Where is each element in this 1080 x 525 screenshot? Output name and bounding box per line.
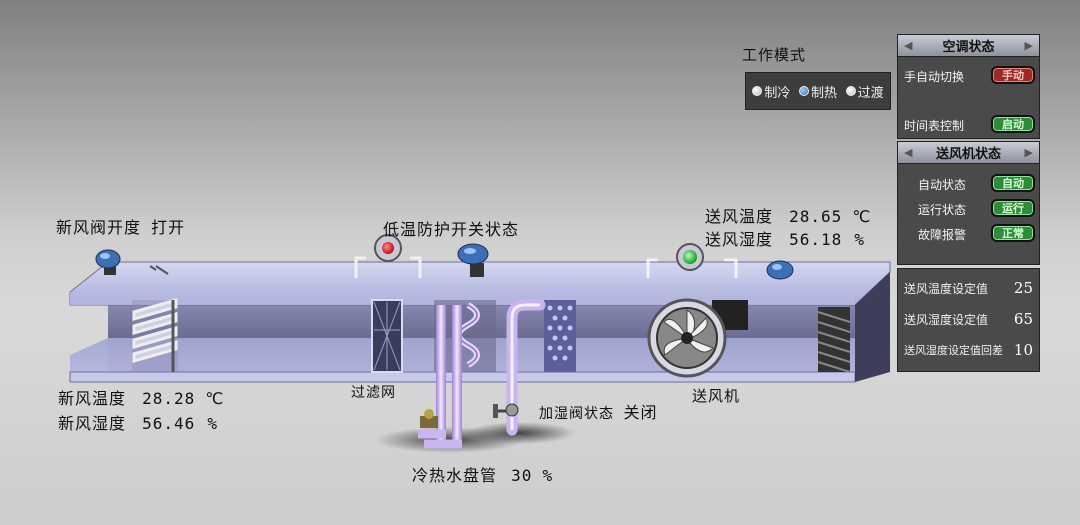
filter-label: 过滤网 [351,385,396,401]
fresh-air-temp-value: 28.28 [142,389,196,408]
setpoint-value[interactable]: 25 [1013,279,1033,297]
fresh-air-hum-readout: 新风湿度 56.46 % [58,410,218,434]
low-temp-sensor [457,243,489,277]
duct-bottom-edge [69,371,856,383]
coil-label: 冷热水盘管 [412,466,498,485]
auto-manual-toggle[interactable]: 手动 [991,66,1035,84]
fresh-air-damper-readout: 新风阀开度 打开 [56,214,185,238]
mode-option-transition[interactable]: 过渡 [845,82,884,101]
setpoint-value[interactable]: 65 [1013,310,1033,328]
mode-option-label: 制冷 [764,85,791,101]
setpoint-label: 送风温度设定值 [904,281,989,296]
coil-unit: % [542,466,554,485]
setpoint-row: 送风湿度设定值回差 10 [904,341,1033,359]
radio-icon[interactable] [845,86,856,96]
supply-air-hum-label: 送风湿度 [705,230,774,249]
fan-auto-status-badge[interactable]: 自动 [991,174,1035,192]
supply-air-hum-unit: % [854,230,866,249]
low-temp-switch-label: 低温防护开关状态 [383,220,520,239]
humidifier-pipe [493,299,546,436]
filter-panel [371,299,403,373]
humidifier-valve-label: 加湿阀状态 [539,406,614,422]
fresh-air-hum-unit: % [207,414,219,433]
radio-icon[interactable] [752,86,763,96]
fan-pressure-switch [646,243,738,278]
work-mode-title: 工作模式 [742,46,807,64]
prev-arrow-icon[interactable]: ◀ [904,146,913,159]
setpoint-value[interactable]: 10 [1013,341,1033,359]
mode-option-label: 过渡 [857,85,884,101]
fan-status-panel: ◀ 送风机状态 ▶ 自动状态 自动 运行状态 运行 故障报警 正常 [897,141,1040,265]
fresh-air-temp-label: 新风温度 [58,389,127,408]
fan-status-title: 送风机状态 [935,147,1001,162]
fan-status-row-label: 自动状态 [918,178,967,192]
humidifier-valve-value: 关闭 [623,403,658,422]
fresh-air-damper-blades [132,298,178,372]
fresh-air-temp-unit: ℃ [205,389,225,408]
coil-value: 30 [511,466,533,485]
humidifier-shadow [465,422,575,444]
duct-end-cap [855,272,890,382]
supply-air-sensor [766,260,794,280]
fresh-air-hum-label: 新风湿度 [58,414,127,433]
coil-pipes [418,305,462,449]
work-mode-selector: 制冷 制热 过渡 [745,72,891,110]
fresh-air-damper-label: 新风阀开度 [56,218,142,237]
ac-status-row-label: 时间表控制 [904,119,965,133]
fan-status-row-label: 故障报警 [918,228,967,242]
fan-run-status-badge[interactable]: 运行 [991,199,1035,217]
next-arrow-icon[interactable]: ▶ [1024,146,1033,159]
mode-option-heating[interactable]: 制热 [798,82,837,101]
schedule-control-toggle[interactable]: 启动 [991,115,1035,133]
supply-air-hum-readout: 送风湿度 56.18 % [705,226,865,250]
coil-readout: 冷热水盘管 30 % [412,462,553,486]
setpoint-label: 送风湿度设定值回差 [904,344,1003,357]
setpoint-row: 送风温度设定值 25 [904,279,1033,297]
outlet-louvre [817,307,851,373]
ac-status-panel: ◀ 空调状态 ▶ 手自动切换 手动 时间表控制 启动 [897,34,1040,139]
filter-pressure-switch [354,234,422,278]
fresh-air-hum-value: 56.46 [142,414,196,433]
mode-option-label: 制热 [810,85,837,101]
prev-arrow-icon[interactable]: ◀ [904,39,913,52]
ac-status-title: 空调状态 [942,40,995,55]
supply-air-temp-unit: ℃ [852,207,872,226]
fresh-air-sensor [95,249,169,275]
supply-fan-label: 送风机 [692,387,741,405]
ac-status-header: ◀ 空调状态 ▶ [898,35,1039,57]
setpoints-panel: 送风温度设定值 25 送风湿度设定值 65 送风湿度设定值回差 10 [897,268,1040,372]
supply-air-temp-value: 28.65 [789,207,843,226]
fan-status-row-label: 运行状态 [918,203,967,217]
setpoint-label: 送风湿度设定值 [904,312,989,327]
humidifier-panel [544,300,576,372]
supply-air-temp-label: 送风温度 [705,207,774,226]
next-arrow-icon[interactable]: ▶ [1024,39,1033,52]
ac-status-row-label: 手自动切换 [904,70,965,84]
supply-air-hum-value: 56.18 [789,230,843,249]
humidifier-valve-readout: 加湿阀状态 关闭 [539,399,657,423]
setpoint-row: 送风湿度设定值 65 [904,310,1033,328]
mode-option-cooling[interactable]: 制冷 [752,82,790,101]
fan-status-header: ◀ 送风机状态 ▶ [898,142,1039,164]
fresh-air-temp-readout: 新风温度 28.28 ℃ [58,385,224,409]
supply-air-temp-readout: 送风温度 28.65 ℃ [705,203,871,227]
supply-fan-graphic [647,298,748,378]
fresh-air-damper-value: 打开 [151,218,186,237]
radio-selected-icon[interactable] [798,86,809,96]
fan-fault-status-badge[interactable]: 正常 [991,224,1035,242]
